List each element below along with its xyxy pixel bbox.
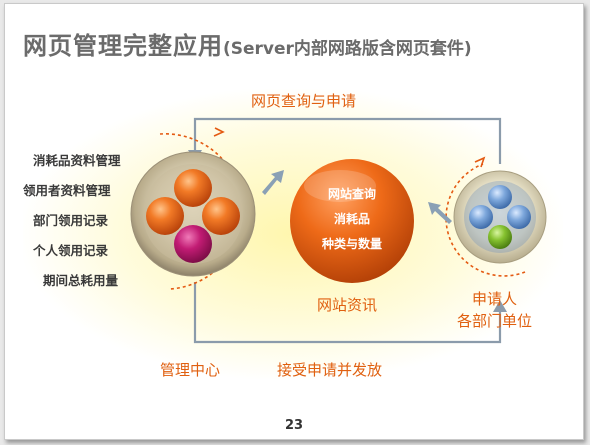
page-number: 23 (285, 418, 304, 433)
top-flow-line (193, 117, 502, 164)
bottom-flow-line (193, 282, 502, 344)
center-line-1: 网站查询 (327, 187, 376, 201)
applicant-label: 申请人 (472, 290, 518, 308)
left-item: 期间总耗用量 (43, 273, 119, 288)
right-orbit-arrow (474, 156, 486, 168)
slide: 网页管理完整应用(Server内部网路版含网页套件) (4, 3, 584, 440)
bottom-flow-arrowhead (493, 300, 507, 312)
right-orbit-dots (445, 163, 526, 277)
management-center-node (130, 151, 256, 277)
flow-diagram (130, 117, 547, 344)
title-sub: (Server内部网路版含网页套件) (223, 39, 472, 59)
website-info-label: 网站资讯 (317, 296, 378, 314)
title-main: 网页管理完整应用 (23, 32, 223, 60)
page-title: 网页管理完整应用(Server内部网路版含网页套件) (23, 26, 472, 61)
department-label: 各部门单位 (457, 312, 533, 330)
website-info-hub (290, 159, 414, 283)
management-center-label: 管理中心 (160, 361, 221, 379)
left-item: 部门领用记录 (33, 213, 109, 228)
arrow-left-to-center (262, 170, 284, 195)
top-flow-label: 网页查询与申请 (251, 92, 357, 110)
center-line-3: 种类与数量 (321, 237, 382, 251)
center-line-2: 消耗品 (333, 212, 370, 226)
arrow-right-to-center (428, 202, 452, 224)
left-item: 消耗品资料管理 (33, 153, 121, 168)
bottom-flow-label: 接受申请并发放 (277, 361, 383, 379)
left-item: 个人领用记录 (33, 243, 109, 258)
applicant-node (453, 170, 547, 264)
left-item: 领用者资料管理 (23, 183, 111, 198)
left-orbit-arrow (213, 127, 225, 137)
